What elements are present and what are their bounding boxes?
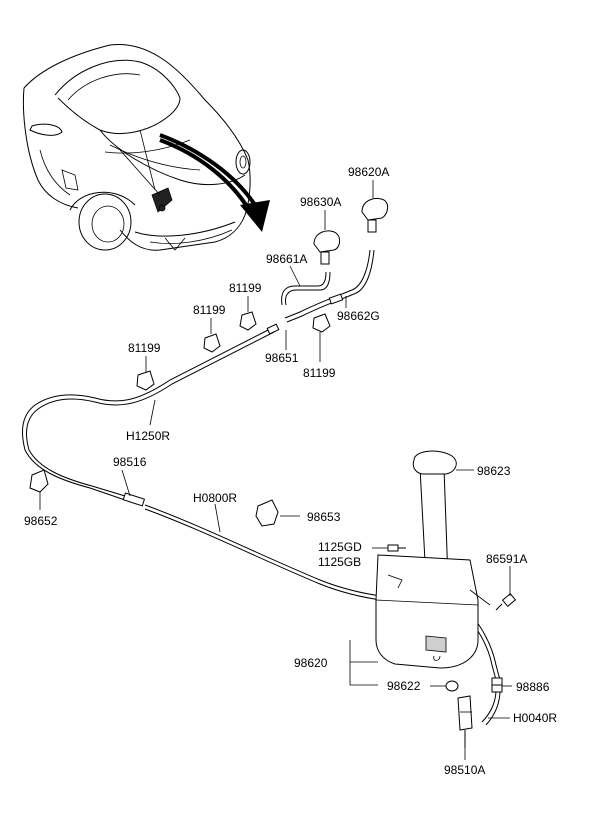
- bolt-upper-part: [387, 544, 406, 552]
- label-bolt-b: 1125GB: [318, 555, 361, 569]
- grommet-clip-part: [255, 499, 279, 527]
- label-bolt-a: 1125GD: [318, 540, 362, 554]
- reservoir-part: [375, 450, 491, 669]
- label-grommet-clip: 98653: [307, 510, 341, 524]
- part-labels: 98620A 98630A 98661A 98662G 81199 81199 …: [24, 165, 557, 777]
- label-hose-nozzle: 98661A: [266, 252, 307, 266]
- label-reservoir: 98620: [294, 656, 328, 670]
- label-connector: 98516: [113, 455, 147, 469]
- clip-right-part: [312, 313, 331, 333]
- pump-part: [457, 695, 473, 748]
- label-bolt-right: 86591A: [486, 552, 527, 566]
- direction-arrow: [159, 133, 270, 232]
- label-nozzle-left: 98630A: [300, 195, 341, 209]
- label-hose-right: 98662G: [337, 309, 380, 323]
- label-clip-a: 81199: [229, 281, 262, 295]
- connector-part: [122, 492, 146, 507]
- label-joint: 98651: [265, 351, 299, 365]
- leader-lines: [39, 180, 512, 760]
- nozzle-left-part: [313, 230, 341, 265]
- clip-low-part: [136, 370, 155, 391]
- label-clip-b: 81199: [193, 303, 226, 317]
- clip-left-part: [29, 469, 49, 493]
- check-valve-part: [491, 677, 503, 693]
- label-cap: 98623: [477, 464, 511, 478]
- nozzle-right-part: [361, 198, 389, 233]
- clip-mid-part: [203, 333, 221, 353]
- label-hose-mid: H0800R: [193, 491, 237, 505]
- label-clip-d: 81199: [303, 366, 336, 380]
- hose-right-joint: [328, 293, 344, 305]
- seal-part: [445, 680, 459, 692]
- label-hose-short: H0040R: [513, 711, 557, 725]
- label-pump: 98510A: [444, 763, 485, 777]
- clip-upper-part: [239, 311, 257, 331]
- label-check-valve: 98886: [516, 680, 550, 694]
- joint-part: [266, 323, 280, 335]
- label-clip-c: 81199: [128, 341, 161, 355]
- label-clip-left: 98652: [24, 514, 58, 528]
- bolt-right-part: [495, 593, 517, 611]
- label-hose-main: H1250R: [126, 429, 170, 443]
- label-seal: 98622: [387, 679, 421, 693]
- car-illustration: [22, 43, 251, 251]
- label-nozzle-right: 98620A: [348, 165, 389, 179]
